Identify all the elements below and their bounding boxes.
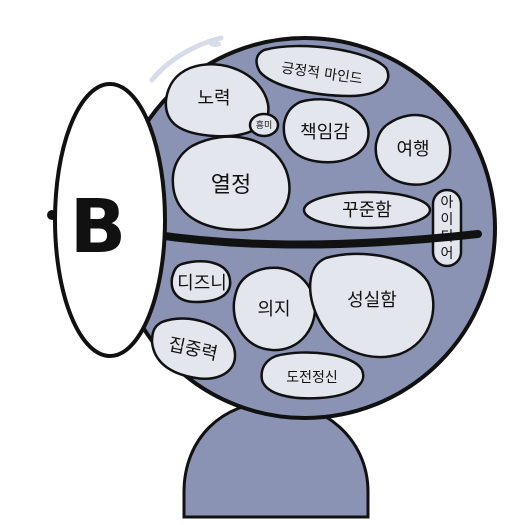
neck-base (182, 400, 370, 519)
face-letter: B (70, 184, 126, 270)
bubble-disney (170, 260, 232, 304)
label-persistence: 꾸준함 (342, 200, 392, 221)
label-disney: 디즈니 (177, 273, 227, 294)
head-band-line (146, 230, 482, 249)
bubble-challenge-spirit (260, 351, 365, 400)
bubble-passion (171, 135, 291, 232)
face-disc (53, 82, 167, 358)
label-passion: 열정 (211, 173, 251, 198)
bubble-interest (248, 112, 280, 138)
label-will: 의지 (257, 299, 290, 320)
label-travel: 여행 (396, 139, 429, 160)
label-idea-char-2: 이 (441, 212, 454, 228)
bubble-persistence (302, 190, 432, 230)
bubble-idea (431, 188, 463, 268)
label-effort: 노력 (197, 88, 230, 109)
shine-highlight (149, 35, 224, 83)
bubble-positive-mindset (255, 44, 390, 98)
face-left-knob (47, 210, 57, 220)
label-challenge-spirit: 도전정신 (286, 370, 338, 386)
bubble-sincerity (309, 252, 435, 359)
bubble-travel (374, 113, 452, 186)
label-idea-char-3: 디 (441, 229, 454, 245)
label-idea-char-1: 아 (441, 195, 454, 211)
bubble-will (232, 266, 317, 352)
label-sincerity: 성실함 (347, 290, 397, 311)
label-interest: 흥미 (256, 119, 273, 131)
label-idea-char-4: 어 (441, 246, 454, 262)
bubble-responsibility (282, 98, 370, 164)
shine-dot (209, 41, 221, 47)
bubble-concentration (150, 317, 237, 380)
label-responsibility: 책임감 (300, 122, 350, 143)
